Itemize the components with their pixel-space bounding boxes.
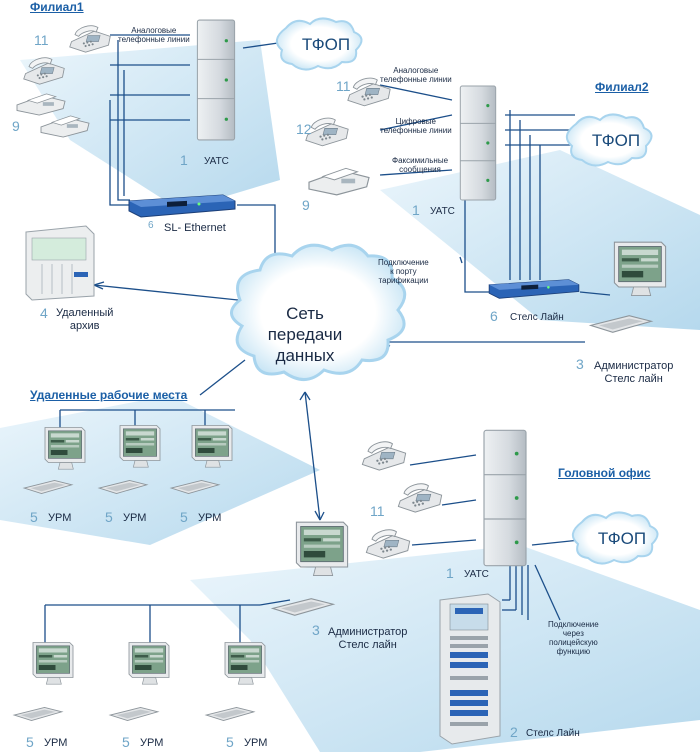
- head-pbx-number: 1: [446, 565, 454, 581]
- branch1-pbx: [196, 19, 236, 141]
- network-cloud: [230, 243, 407, 381]
- remote-ws1-number: 5: [30, 509, 38, 525]
- branch2-pbx: [459, 85, 497, 201]
- head-admin-number: 3: [312, 622, 320, 638]
- branch2-fax-number: 9: [302, 197, 310, 213]
- head-phone-1: [361, 441, 407, 471]
- head-server-number: 2: [510, 724, 518, 740]
- branch2-admin-monitor: [613, 241, 667, 297]
- head-server-label: Стелс Лайн: [526, 728, 580, 739]
- network-label: Сеть передачи данных: [267, 304, 343, 365]
- head-ws1-number: 5: [26, 734, 34, 750]
- remote-ws1-label: УРМ: [48, 512, 72, 524]
- branch1-analog-lines-label: Аналоговые телефонные линии: [118, 26, 190, 44]
- remote-monitor-2: [119, 425, 161, 468]
- head-tfop-label: ТФОП: [597, 529, 647, 548]
- head-server-rack: [439, 593, 501, 745]
- head-ws1-label: УРМ: [44, 737, 68, 749]
- branch1-phone-1: [69, 25, 111, 53]
- branch2-sl-number: 6: [490, 308, 498, 324]
- branch2-digital-lines-label: Цифровые телефонные линии: [380, 117, 452, 135]
- head-admin-label: Администратор Стелс лайн: [328, 626, 408, 651]
- branch2-analog-lines-label: Аналоговые телефонные линии: [380, 66, 452, 84]
- branch2-sl-label: Стелс Лайн: [510, 312, 564, 323]
- branch2-fax: [308, 167, 370, 196]
- head-admin-monitor: [295, 521, 349, 577]
- branch2-analog-number: 11: [336, 78, 351, 94]
- remote-ws2-number: 5: [105, 509, 113, 525]
- remote-ws3-number: 5: [180, 509, 188, 525]
- head-phones-number: 11: [370, 503, 385, 519]
- head-police-connection-label: Подключение через полицейскую функцию: [548, 620, 599, 656]
- branch2-fax-messages-label: Факсимильные сообщения: [392, 156, 449, 174]
- branch1-tfop-label: ТФОП: [301, 35, 351, 54]
- branch1-sl-label: SL- Ethernet: [164, 222, 226, 234]
- archive-number: 4: [40, 305, 48, 321]
- connections: [44, 34, 611, 650]
- branch2-digital-number: 12: [296, 121, 312, 137]
- head-title: Головной офис: [558, 466, 651, 480]
- branch1-sl-ethernet-device: [128, 194, 236, 218]
- archive-label: Удаленный архив: [56, 307, 114, 332]
- head-tfop-cloud: [571, 511, 659, 565]
- branch2-billing-port-label: Подключение к порту тарификации: [378, 258, 429, 285]
- remote-monitor-1: [44, 427, 86, 470]
- head-pbx: [483, 429, 527, 567]
- head-ws2-label: УРМ: [140, 737, 164, 749]
- head-ws3-label: УРМ: [244, 737, 268, 749]
- branch1-phones-number: 11: [34, 32, 49, 48]
- branch1-sl-number: 6: [148, 220, 154, 231]
- head-keyboard-1: [13, 706, 63, 722]
- head-monitor-1: [32, 642, 74, 685]
- remote-monitor-3: [191, 425, 233, 468]
- head-ws3-number: 5: [226, 734, 234, 750]
- branch1-fax-number: 9: [12, 118, 20, 134]
- branch1-pbx-number: 1: [180, 152, 188, 168]
- head-monitor-3: [224, 642, 266, 685]
- branch2-admin-label: Администратор Стелс лайн: [594, 360, 674, 385]
- branch1-title: Филиал1: [30, 0, 84, 14]
- head-ws2-number: 5: [122, 734, 130, 750]
- head-monitor-2: [128, 642, 170, 685]
- remote-title: Удаленные рабочие места: [30, 388, 188, 402]
- archive-device: [25, 225, 95, 301]
- head-keyboard-2: [109, 706, 159, 722]
- branch2-title: Филиал2: [595, 80, 649, 94]
- remote-ws2-label: УРМ: [123, 512, 147, 524]
- branch2-tfop-label: ТФОП: [591, 131, 641, 150]
- remote-ws3-label: УРМ: [198, 512, 222, 524]
- branch2-pbx-number: 1: [412, 202, 420, 218]
- branch1-tfop-cloud: [275, 17, 363, 71]
- head-phone-2: [397, 483, 443, 513]
- branch2-admin-number: 3: [576, 356, 584, 372]
- head-keyboard-3: [205, 706, 255, 722]
- head-pbx-label: УАТС: [464, 569, 489, 580]
- branch2-pbx-label: УАТС: [430, 206, 455, 217]
- head-phone-3: [365, 529, 411, 559]
- branch2-tfop-cloud: [565, 113, 653, 167]
- branch1-pbx-label: УАТС: [204, 156, 229, 167]
- branch2-digital-phone: [305, 117, 349, 147]
